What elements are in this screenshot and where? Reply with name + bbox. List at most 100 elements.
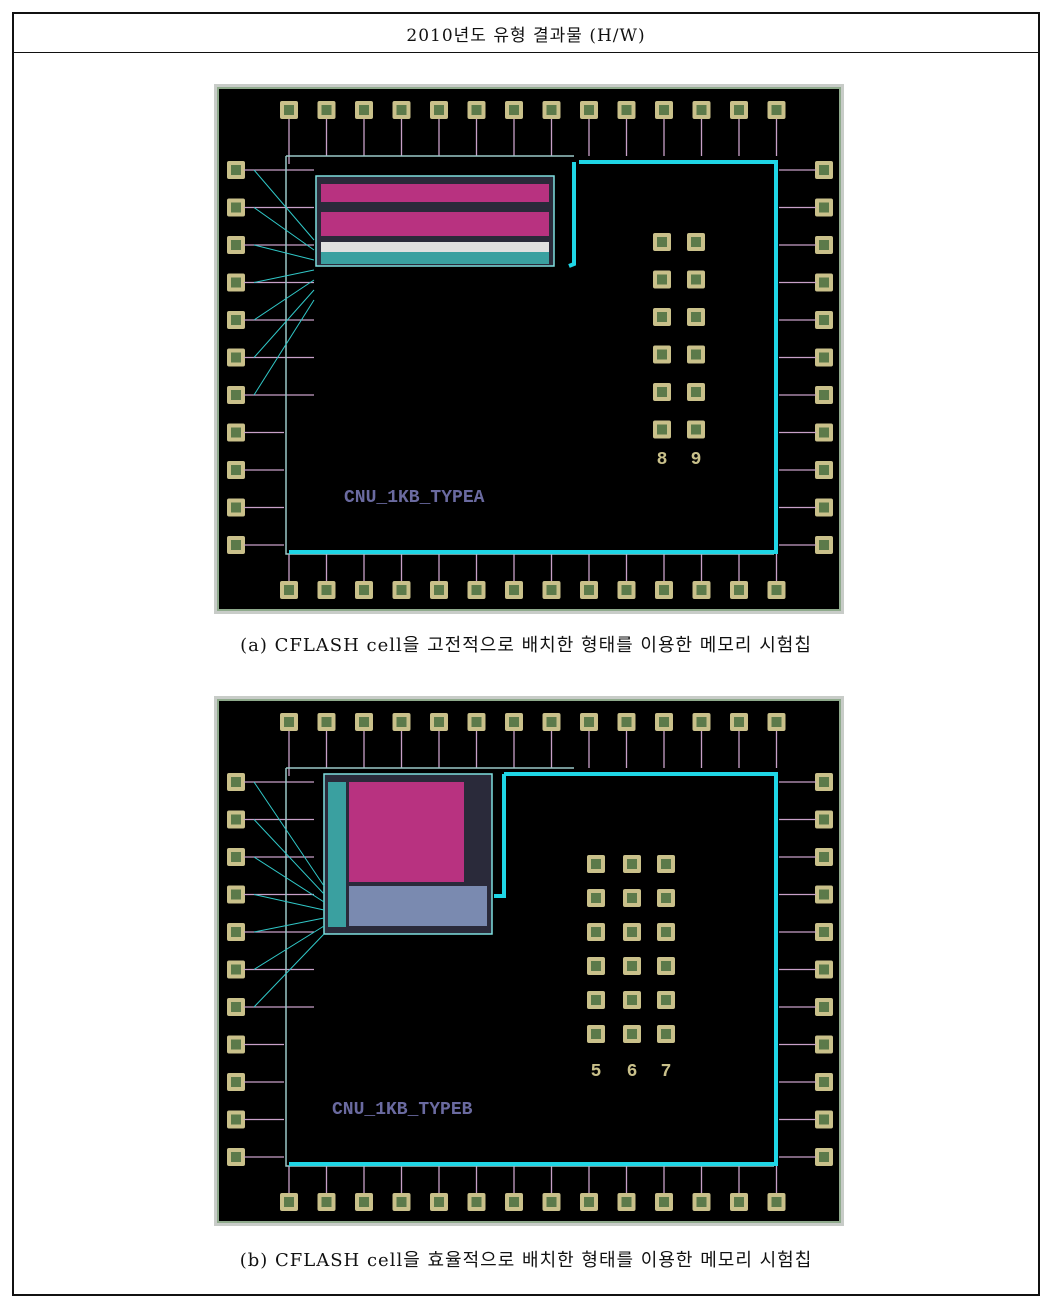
bond-pad-core (661, 859, 671, 869)
bond-pad-core (819, 814, 829, 825)
figure-caption-a: (a) CFLASH cell을 고전적으로 배치한 형태를 이용한 메모리 시… (240, 635, 812, 656)
chip-substrate (217, 87, 841, 611)
bond-pad-core (284, 1197, 294, 1207)
bond-pad-core (657, 349, 667, 360)
signal-route (253, 169, 315, 241)
bond-pad-core (819, 1039, 829, 1050)
signal-route (253, 925, 325, 970)
signal-route (253, 856, 325, 903)
bond-pad-core (434, 585, 444, 595)
bond-pad-core (659, 585, 669, 595)
bond-pad-core (396, 105, 407, 115)
bond-pad-core (546, 585, 557, 595)
signal-route (253, 207, 315, 251)
bond-pad-core (627, 961, 637, 971)
bond-pad-core (657, 424, 667, 435)
bond-pad-core (696, 1197, 707, 1207)
bond-pad-core (771, 1197, 782, 1207)
bond-pad-core (471, 105, 482, 115)
bond-pad-core (819, 427, 829, 438)
bond-pad-core (591, 961, 601, 971)
bond-pad-core (734, 1197, 744, 1207)
bond-pad-core (819, 240, 829, 250)
memory-array (321, 184, 549, 202)
bond-pad-core (231, 1039, 241, 1050)
bond-pad-core (661, 927, 671, 937)
signal-route (253, 299, 315, 396)
signal-route (253, 269, 315, 283)
memory-periphery (349, 886, 487, 926)
bond-pad-core (819, 390, 829, 400)
bond-pad-core (584, 585, 594, 595)
memory-periphery (321, 242, 549, 252)
figure-caption-b: (b) CFLASH cell을 효율적으로 배치한 형태를 이용한 메모리 시… (239, 1250, 813, 1271)
bond-pad-core (359, 717, 369, 727)
bond-pad-core (359, 105, 369, 115)
bond-pad-core (396, 1197, 407, 1207)
bond-pad-core (621, 1197, 632, 1207)
bond-pad-core (396, 717, 407, 727)
bond-pad-core (546, 105, 557, 115)
bond-pad-core (819, 852, 829, 862)
bond-pad-core (819, 777, 829, 787)
bond-pad-core (321, 105, 332, 115)
bond-pad-core (661, 961, 671, 971)
bond-pad-core (509, 585, 519, 595)
bond-pad-core (819, 964, 829, 975)
bond-pad-core (691, 424, 701, 435)
bond-pad-core (819, 1077, 829, 1087)
bank-label: 9 (691, 450, 702, 470)
bond-pad-core (359, 585, 369, 595)
bond-pad-core (627, 1029, 637, 1039)
bond-pad-core (284, 105, 294, 115)
bond-pad-core (627, 927, 637, 937)
bond-pad-core (396, 585, 407, 595)
bond-pad-core (434, 1197, 444, 1207)
bond-pad-core (591, 859, 601, 869)
bond-pad-core (591, 927, 601, 937)
bond-pad-core (231, 852, 241, 862)
memory-array (321, 212, 549, 236)
bond-pad-core (231, 964, 241, 975)
bond-pad-core (819, 277, 829, 288)
bond-pad-core (471, 717, 482, 727)
memory-array (349, 782, 464, 882)
bond-pad-core (691, 387, 701, 397)
bond-pad-core (231, 1077, 241, 1087)
bond-pad-core (771, 717, 782, 727)
bond-pad-core (734, 717, 744, 727)
bond-pad-core (231, 927, 241, 937)
bond-pad-core (509, 1197, 519, 1207)
signal-route (253, 917, 325, 933)
signal-route (253, 894, 325, 911)
bond-pad-core (231, 202, 241, 213)
bond-pad-core (231, 465, 241, 475)
bond-pad-core (231, 240, 241, 250)
bond-pad-core (231, 165, 241, 175)
bond-pad-core (584, 717, 594, 727)
bond-pad-core (231, 1152, 241, 1162)
signal-route (253, 933, 325, 1008)
bond-pad-core (661, 893, 671, 903)
bond-pad-core (659, 1197, 669, 1207)
bond-pad-core (321, 1197, 332, 1207)
bond-pad-core (734, 105, 744, 115)
bond-pad-core (231, 277, 241, 288)
bond-pad-core (231, 390, 241, 400)
bank-label: 7 (661, 1062, 672, 1082)
bond-pad-core (627, 893, 637, 903)
bond-pad-core (659, 717, 669, 727)
bond-pad-core (471, 1197, 482, 1207)
bond-pad-core (627, 995, 637, 1005)
bond-pad-core (546, 717, 557, 727)
chip-label: CNU_1KB_TYPEB (332, 1100, 473, 1120)
bond-pad-core (621, 717, 632, 727)
bond-pad-core (819, 315, 829, 325)
bond-pad-core (657, 237, 667, 247)
bond-pad-core (819, 540, 829, 550)
bond-pad-core (231, 777, 241, 787)
bond-pad-core (819, 1152, 829, 1162)
